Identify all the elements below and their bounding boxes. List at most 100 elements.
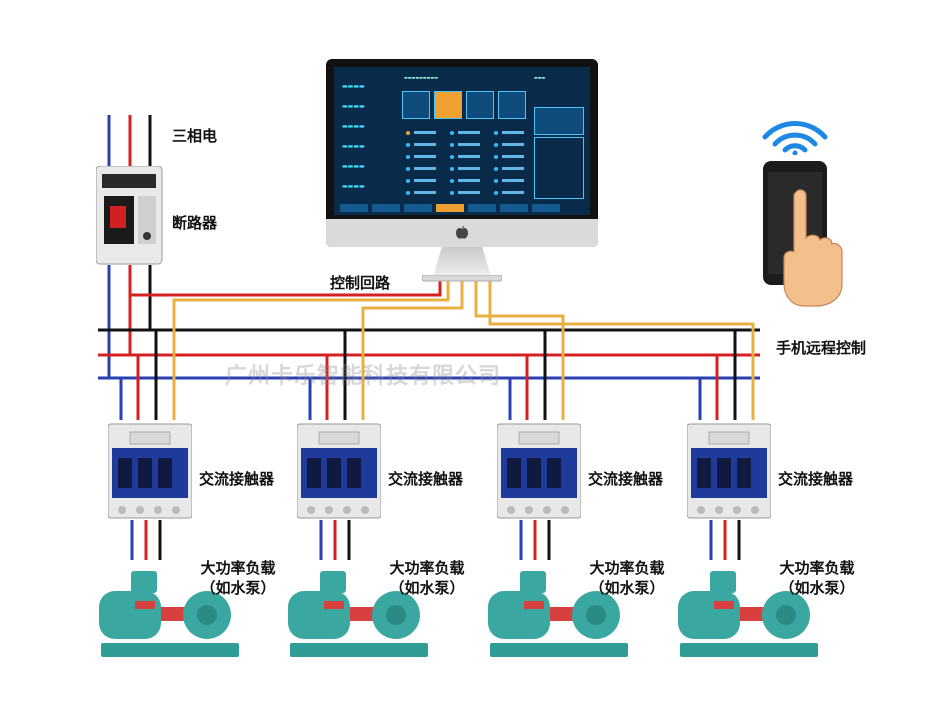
- status-text-bar: [502, 155, 524, 158]
- water-pump-icon: [284, 563, 434, 663]
- wifi-icon: [762, 121, 828, 155]
- screen-readout-1: ▬▬▬▬: [342, 83, 365, 90]
- load-label-line1: 大功率负载: [589, 559, 665, 577]
- status-text-bar: [414, 143, 436, 146]
- status-dot: [406, 131, 410, 135]
- status-dot: [450, 155, 454, 159]
- status-text-bar: [458, 179, 480, 182]
- load-label-line2: （如水泵）: [200, 579, 276, 597]
- mobile-control-label: 手机远程控制: [776, 339, 867, 357]
- control-loop-label: 控制回路: [330, 274, 391, 292]
- three-phase-label: 三相电: [172, 127, 218, 145]
- monitor-screen: ▬▬▬▬▬▬▬▬▬ ▬▬▬ ▬▬▬▬ ▬▬▬▬ ▬▬▬▬ ▬▬▬▬ ▬▬▬▬ ▬…: [334, 67, 590, 215]
- control-wire-yellow: [172, 278, 450, 420]
- screen-tab-2: [372, 204, 400, 212]
- load-label-line1: 大功率负载: [779, 559, 855, 577]
- status-dot: [494, 155, 498, 159]
- contactor-icon: [296, 418, 382, 523]
- screen-side-button: [534, 107, 584, 135]
- apple-logo-icon: [456, 226, 468, 239]
- status-text-bar: [458, 167, 480, 170]
- status-text-bar: [458, 155, 480, 158]
- contactor-icon: [686, 418, 772, 523]
- status-text-bar: [502, 191, 524, 194]
- control-wire-yellow: [488, 278, 755, 420]
- status-text-bar: [458, 131, 480, 134]
- status-dot: [406, 143, 410, 147]
- status-dot: [450, 143, 454, 147]
- load-label: 大功率负载 （如水泵）: [382, 558, 472, 598]
- water-pump-icon: [674, 563, 824, 663]
- status-text-bar: [414, 167, 436, 170]
- status-dot: [450, 191, 454, 195]
- status-text-bar: [502, 131, 524, 134]
- screen-readout-5: ▬▬▬▬: [342, 163, 365, 170]
- screen-button-3: [466, 91, 494, 119]
- status-text-bar: [414, 155, 436, 158]
- contactor-icon: [496, 418, 582, 523]
- contactor-label: 交流接触器: [778, 470, 854, 488]
- screen-button-2: [434, 91, 462, 119]
- control-wire-yellow: [474, 278, 565, 420]
- load-label: 大功率负载 （如水泵）: [772, 558, 862, 598]
- water-pump-icon: [95, 563, 245, 663]
- contactor-label: 交流接触器: [199, 470, 275, 488]
- screen-tab-1: [340, 204, 368, 212]
- status-dot: [450, 179, 454, 183]
- screen-readout-3: ▬▬▬▬: [342, 123, 365, 130]
- status-dot: [450, 131, 454, 135]
- load-label-line2: （如水泵）: [389, 579, 465, 597]
- status-text-bar: [502, 143, 524, 146]
- circuit-breaker-icon: [96, 166, 163, 265]
- hand-pointer-icon: [783, 189, 843, 307]
- screen-readout-2: ▬▬▬▬: [342, 103, 365, 110]
- contactor-label: 交流接触器: [388, 470, 464, 488]
- status-dot: [406, 179, 410, 183]
- status-dot: [406, 155, 410, 159]
- status-dot: [494, 179, 498, 183]
- monitor-icon: ▬▬▬▬▬▬▬▬▬ ▬▬▬ ▬▬▬▬ ▬▬▬▬ ▬▬▬▬ ▬▬▬▬ ▬▬▬▬ ▬…: [326, 59, 598, 247]
- contactor-label: 交流接触器: [588, 470, 664, 488]
- screen-button-1: [402, 91, 430, 119]
- control-wire-yellow: [361, 278, 464, 420]
- status-dot: [494, 191, 498, 195]
- status-dot: [494, 143, 498, 147]
- monitor-base: [422, 275, 502, 282]
- screen-tab-6: [500, 204, 528, 212]
- watermark: 广州卡乐智能科技有限公司: [225, 364, 502, 389]
- screen-tab-4: [436, 204, 464, 212]
- monitor-stand: [433, 247, 491, 277]
- status-text-bar: [414, 131, 436, 134]
- screen-button-4: [498, 91, 526, 119]
- screen-tab-5: [468, 204, 496, 212]
- screen-tab-7: [532, 204, 560, 212]
- load-label-line1: 大功率负载: [389, 559, 465, 577]
- screen-status-grid: [406, 131, 524, 195]
- status-text-bar: [502, 167, 524, 170]
- status-text-bar: [502, 179, 524, 182]
- load-label-line2: （如水泵）: [779, 579, 855, 597]
- status-dot: [450, 167, 454, 171]
- control-wire-red: [130, 278, 442, 297]
- screen-title-bar: ▬▬▬▬▬▬▬▬▬: [404, 75, 439, 80]
- load-label: 大功率负载 （如水泵）: [582, 558, 672, 598]
- water-pump-icon: [484, 563, 634, 663]
- screen-info-panel: [534, 137, 584, 199]
- status-text-bar: [458, 191, 480, 194]
- status-dot: [494, 167, 498, 171]
- screen-clock: ▬▬▬: [534, 75, 546, 80]
- status-dot: [406, 167, 410, 171]
- status-text-bar: [414, 191, 436, 194]
- breaker-label: 断路器: [172, 214, 218, 232]
- status-dot: [494, 131, 498, 135]
- status-dot: [406, 191, 410, 195]
- load-label-line1: 大功率负载: [200, 559, 276, 577]
- monitor-chin: [326, 219, 598, 247]
- status-text-bar: [458, 143, 480, 146]
- load-label-line2: （如水泵）: [589, 579, 665, 597]
- screen-readout-4: ▬▬▬▬: [342, 143, 365, 150]
- status-text-bar: [414, 179, 436, 182]
- screen-readout-6: ▬▬▬▬: [342, 183, 365, 190]
